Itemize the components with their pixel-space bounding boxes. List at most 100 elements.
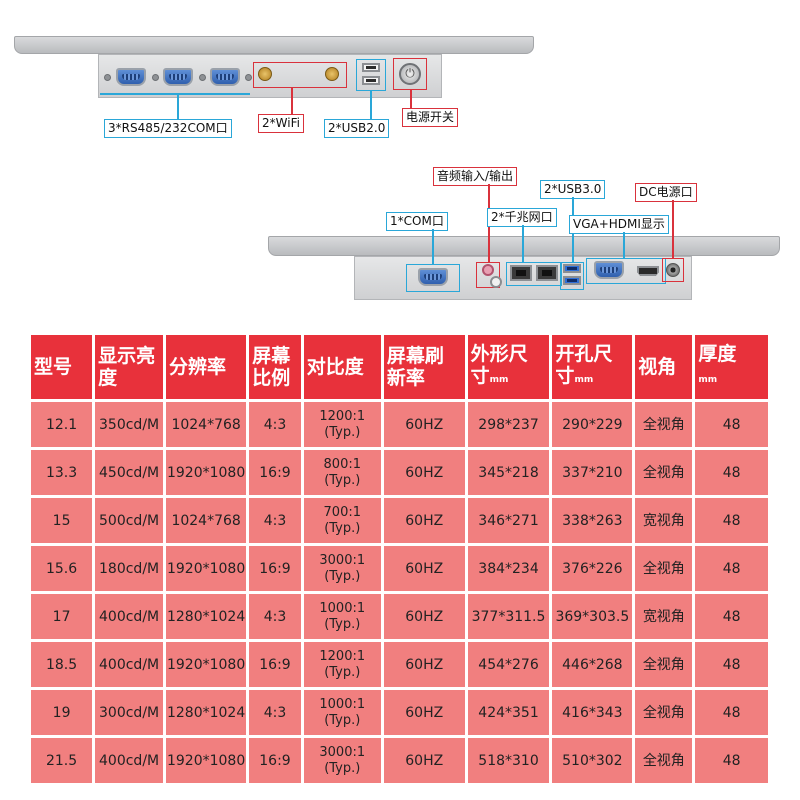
header-resolution: 分辨率 [165,335,247,399]
cell-brightness: 400cd/M [95,642,163,687]
cell-aspect-ratio: 16:9 [249,546,301,591]
cell-aspect-ratio: 4:3 [249,594,301,639]
cell-model: 15 [31,498,93,543]
lan-label: 2*千兆网口 [487,208,557,227]
spec-table-header-row: 型号 显示亮度 分辨率 屏幕比例 对比度 屏幕刷新率 外形尺寸mm 开孔尺寸mm… [31,335,768,399]
power-callout-line [410,90,412,108]
wifi-label: 2*WiFi [258,114,304,133]
cell-contrast: 1200:1 (Typ.) [303,402,381,447]
com-highlight [406,264,460,292]
device-bottom-frame [268,236,780,256]
cell-cutout-size: 510*302 [552,738,633,783]
spec-table: 型号 显示亮度 分辨率 屏幕比例 对比度 屏幕刷新率 外形尺寸mm 开孔尺寸mm… [28,332,771,786]
cell-thickness: 48 [695,402,768,447]
vga-hdmi-callout-line [623,232,625,258]
vga-port-icon [594,261,624,279]
com-port-icon [418,268,448,286]
vga-hdmi-highlight [586,258,666,284]
com-port-3-icon [210,68,240,86]
cell-thickness: 48 [695,690,768,735]
usb3-highlight [560,262,584,290]
cell-contrast: 1000:1 (Typ.) [303,594,381,639]
usb3-port-1-icon [563,264,581,273]
cell-viewing-angle: 全视角 [635,690,693,735]
cell-brightness: 400cd/M [95,594,163,639]
cell-contrast: 3000:1 (Typ.) [303,738,381,783]
cell-refresh-rate: 60HZ [383,690,465,735]
screw-icon [104,74,111,81]
cell-cutout-size: 369*303.5 [552,594,633,639]
cell-cutout-size: 338*263 [552,498,633,543]
cell-model: 13.3 [31,450,93,495]
audio-label: 音频输入/输出 [433,167,518,186]
com-bracket-line [100,93,250,95]
header-outer-size: 外形尺寸mm [467,335,550,399]
power-switch-icon [399,63,421,85]
audio-out-icon [490,276,502,288]
device-bottom-rear-box [354,256,692,300]
cell-refresh-rate: 60HZ [383,642,465,687]
cell-aspect-ratio: 16:9 [249,738,301,783]
com-port-2-icon [163,68,193,86]
cell-brightness: 500cd/M [95,498,163,543]
cell-contrast: 1200:1 (Typ.) [303,642,381,687]
screw-icon [152,74,159,81]
cell-outer-size: 424*351 [467,690,550,735]
usb2-port-2-icon [362,76,380,85]
cell-viewing-angle: 全视角 [635,738,693,783]
lan-highlight [506,262,562,286]
cell-outer-size: 298*237 [467,402,550,447]
audio-highlight [476,262,500,288]
header-cutout-size: 开孔尺寸mm [552,335,633,399]
dc-power-callout-line [672,200,674,258]
cell-aspect-ratio: 4:3 [249,402,301,447]
cell-contrast: 800:1 (Typ.) [303,450,381,495]
dc-power-highlight [662,258,684,282]
com-callout-line [177,93,179,121]
usb3-label: 2*USB3.0 [540,180,606,199]
dc-power-label: DC电源口 [635,183,697,202]
cell-refresh-rate: 60HZ [383,594,465,639]
cell-viewing-angle: 全视角 [635,546,693,591]
cell-refresh-rate: 60HZ [383,738,465,783]
cell-cutout-size: 290*229 [552,402,633,447]
header-refresh-rate: 屏幕刷新率 [383,335,465,399]
cell-model: 15.6 [31,546,93,591]
cell-refresh-rate: 60HZ [383,402,465,447]
usb2-highlight [356,59,386,91]
cell-brightness: 450cd/M [95,450,163,495]
cell-thickness: 48 [695,498,768,543]
cell-resolution: 1280*1024 [165,690,247,735]
screw-icon [199,74,206,81]
cell-contrast: 1000:1 (Typ.) [303,690,381,735]
cell-contrast: 700:1 (Typ.) [303,498,381,543]
cell-model: 17 [31,594,93,639]
cell-outer-size: 346*271 [467,498,550,543]
cell-resolution: 1024*768 [165,498,247,543]
lan-callout-line [522,225,524,262]
header-viewing-angle: 视角 [635,335,693,399]
cell-refresh-rate: 60HZ [383,498,465,543]
cell-viewing-angle: 宽视角 [635,498,693,543]
audio-in-icon [482,264,494,276]
usb2-label: 2*USB2.0 [324,119,390,138]
com-port-1-icon [116,68,146,86]
wifi-antenna-1-icon [258,67,272,81]
dc-power-jack-icon [666,263,680,277]
cell-thickness: 48 [695,450,768,495]
header-model: 型号 [31,335,93,399]
wifi-antenna-2-icon [325,67,339,81]
cell-outer-size: 518*310 [467,738,550,783]
lan-port-1-icon [510,265,532,281]
cell-brightness: 350cd/M [95,402,163,447]
cell-viewing-angle: 全视角 [635,402,693,447]
wifi-callout-line [291,88,293,115]
